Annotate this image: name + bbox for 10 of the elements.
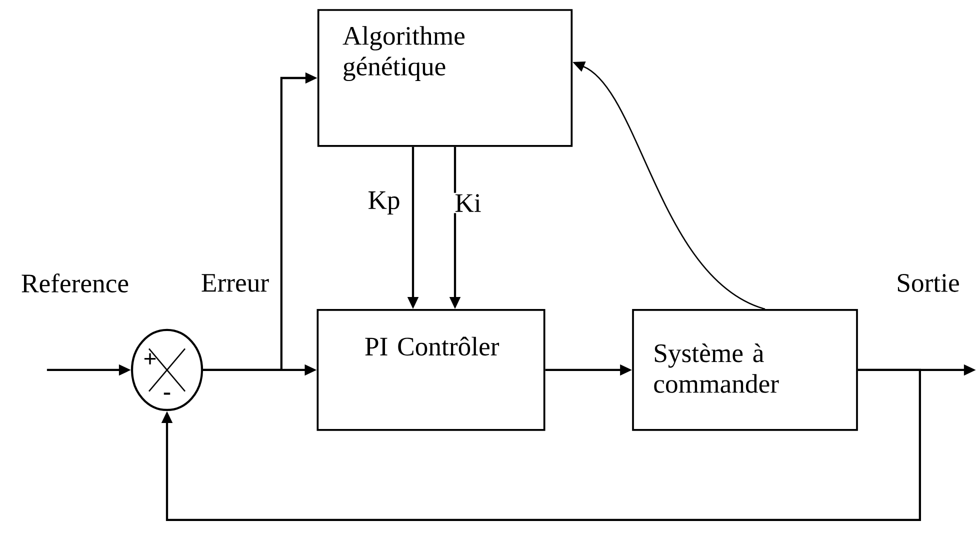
block-box: Algorithme génétique [317, 9, 573, 147]
summing-junction: + - [130, 328, 204, 412]
edge-label: Ki [453, 192, 483, 214]
edge-label: Reference [20, 272, 130, 294]
block-box: PI Contrôler [316, 309, 546, 431]
edge-label: Sortie [894, 272, 962, 294]
block-box: Système à commander [632, 309, 858, 431]
edge-label: Kp [366, 190, 402, 216]
arrow [161, 368, 921, 522]
text-label: Erreur [202, 274, 269, 292]
